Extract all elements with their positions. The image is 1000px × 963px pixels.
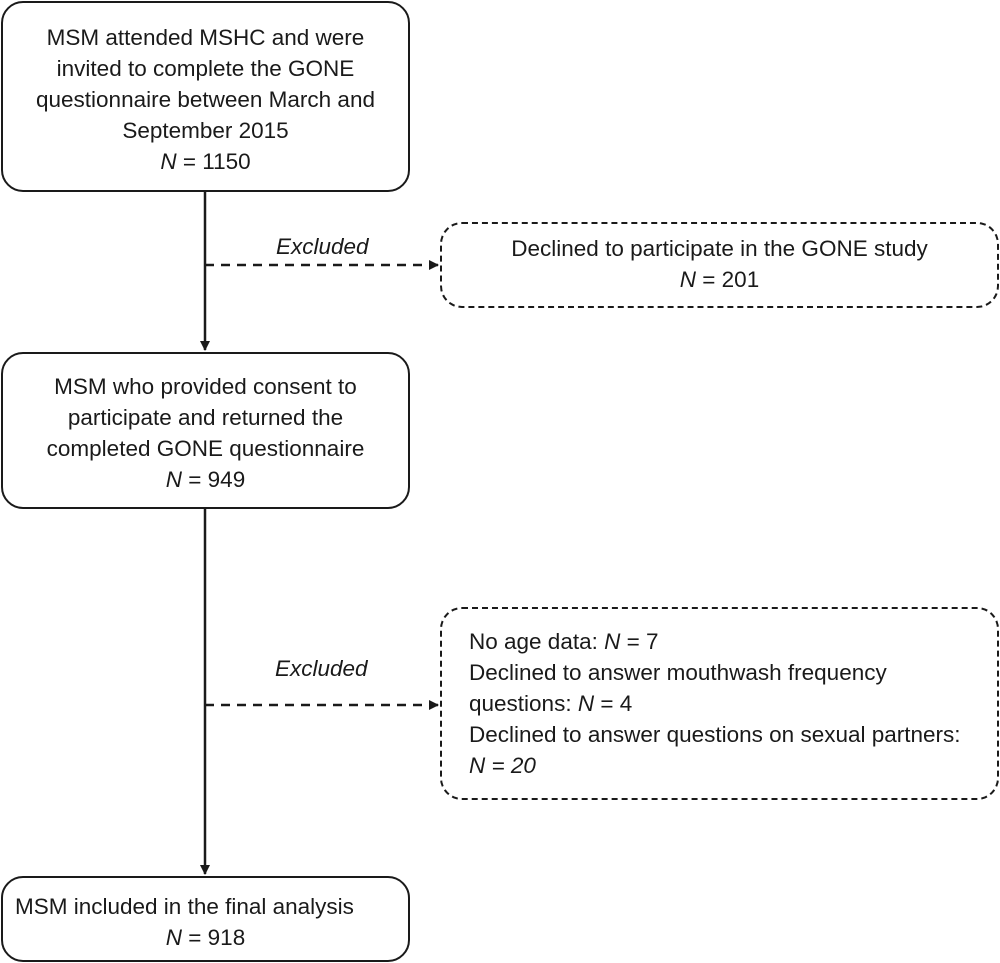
consented-line-1: MSM who provided consent to xyxy=(54,374,357,399)
consented-line-2: participate and returned the xyxy=(67,405,344,430)
enrolled-line-4: September 2015 xyxy=(122,118,289,143)
excluded-reasons-box: No age data: N = 7 Declined to answer mo… xyxy=(440,607,999,800)
enrolled-box: MSM attended MSHC and were invited to co… xyxy=(1,1,410,192)
excluded-label-1: Excluded xyxy=(276,234,369,259)
reason-sexual-partners-count: N = 20 xyxy=(469,753,536,778)
declined-count-symbol: N xyxy=(679,267,697,292)
excluded-label-2: Excluded xyxy=(275,656,368,681)
reason-mouthwash-symbol: N xyxy=(577,691,595,716)
declined-line-1: Declined to participate in the GONE stud… xyxy=(511,236,928,261)
consented-line-3: completed GONE questionnaire xyxy=(46,436,365,461)
final-count-value: = 918 xyxy=(182,925,246,950)
consented-box: MSM who provided consent to participate … xyxy=(1,352,410,509)
reason-mouthwash-line-1: Declined to answer mouthwash frequency xyxy=(469,660,887,685)
reason-mouthwash-text: questions: xyxy=(469,691,578,716)
enrolled-line-3: questionnaire between March and xyxy=(36,87,375,112)
consented-count: N = 949 xyxy=(3,464,408,495)
consented-count-symbol: N xyxy=(165,467,183,492)
reason-no-age-data-text: No age data: xyxy=(469,629,605,654)
declined-count-value: = 201 xyxy=(696,267,760,292)
declined-count: N = 201 xyxy=(442,264,997,295)
reason-mouthwash-line-2: questions: N = 4 xyxy=(469,688,997,719)
reason-sexual-partners-line-1: Declined to answer questions on sexual p… xyxy=(469,722,961,747)
enrolled-line-1: MSM attended MSHC and were xyxy=(46,25,365,50)
enrolled-line-2: invited to complete the GONE xyxy=(56,56,355,81)
final-analysis-box: MSM included in the final analysis N = 9… xyxy=(1,876,410,962)
reason-no-age-data-symbol: N xyxy=(604,629,621,654)
enrolled-count-symbol: N xyxy=(160,149,177,174)
reason-mouthwash-value: = 4 xyxy=(594,691,633,716)
reason-no-age-data: No age data: N = 7 xyxy=(469,626,997,657)
final-line-1: MSM included in the final analysis xyxy=(15,894,354,919)
declined-box: Declined to participate in the GONE stud… xyxy=(440,222,999,308)
enrolled-count: N = 1150 xyxy=(3,146,408,177)
final-count: N = 918 xyxy=(3,922,408,953)
consented-count-value: = 949 xyxy=(182,467,246,492)
final-count-symbol: N xyxy=(165,925,183,950)
reason-no-age-data-value: = 7 xyxy=(620,629,659,654)
enrolled-count-value: = 1150 xyxy=(176,149,251,174)
